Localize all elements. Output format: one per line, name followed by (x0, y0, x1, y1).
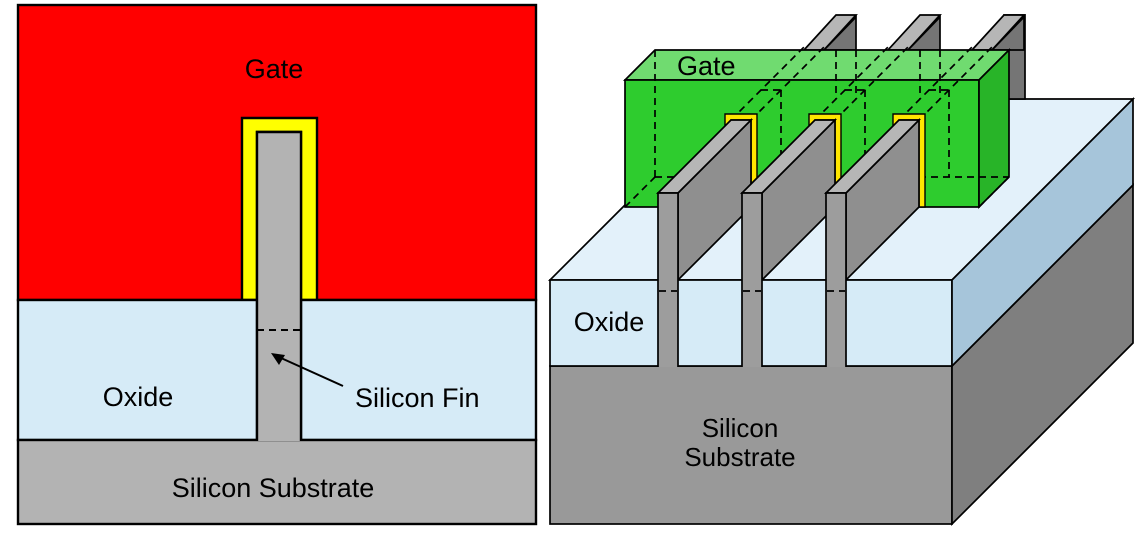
fin3-3d (823, 117, 922, 367)
silicon-substrate-label-2d: Silicon Substrate (172, 473, 375, 503)
arrow-line (280, 357, 344, 387)
silicon-substrate-label-3d-line1: Silicon (702, 413, 779, 443)
fin-annotation-arrow (271, 353, 344, 387)
fin3-front-face (825, 192, 847, 367)
gate-hidden-edges-dashed (624, 50, 1010, 208)
right-3d-diagram: Gate Oxide Silicon Substrate (547, 14, 1136, 527)
oxide-side-face-3d (951, 96, 1134, 369)
oxide-left-2d (16, 298, 259, 442)
fin-top-protrusions (802, 14, 1026, 51)
fin1-front-face (657, 192, 679, 367)
oxide-label-3d: Oxide (574, 307, 645, 337)
silicon-fin-label-2d: Silicon Fin (355, 383, 480, 413)
silicon-fin-2d (255, 130, 303, 441)
arrow-head-icon (271, 353, 285, 365)
oxide-right-2d (299, 298, 538, 442)
left-cross-section-diagram: Gate Oxide Silicon Fin Silicon Substrate (16, 3, 538, 526)
gate-label-3d: Gate (677, 51, 736, 81)
gate-label-2d: Gate (245, 54, 304, 84)
fin2-front-face (741, 192, 763, 367)
oxide-label-2d: Oxide (103, 382, 174, 412)
silicon-substrate-label-3d-line2: Substrate (684, 442, 795, 472)
fin-hidden-edges-dashed (730, 46, 993, 177)
